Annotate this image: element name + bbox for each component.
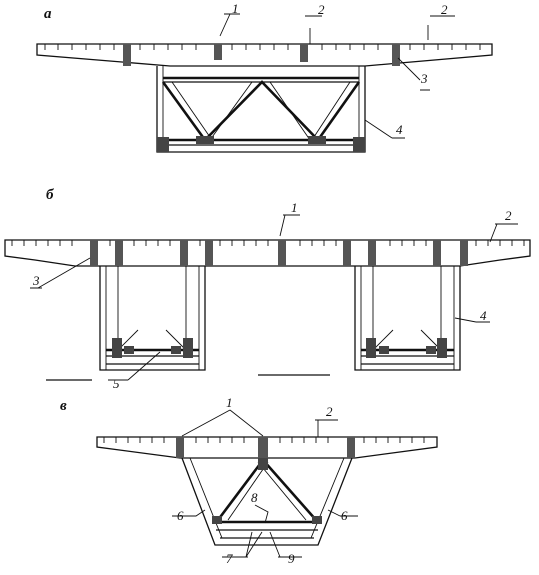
section-a-deck-joints (123, 44, 400, 66)
section-v-label-6-left: 6 (177, 508, 184, 523)
section-b-label-5: 5 (113, 376, 120, 391)
section-a-label-4: 4 (396, 122, 403, 137)
section-v: в (60, 395, 438, 566)
section-b-deck-ribs (11, 240, 525, 246)
section-a-leaders (219, 13, 455, 139)
section-b-title: б (46, 187, 54, 203)
section-b-left-box (99, 266, 206, 371)
section-v-label-7: 7 (226, 551, 233, 566)
section-a-label-2b: 2 (441, 2, 448, 17)
section-v-label-6-right: 6 (341, 508, 348, 523)
section-a-label-3: 3 (420, 71, 428, 86)
section-a-label-2: 2 (318, 2, 325, 17)
section-b-label-2: 2 (505, 208, 512, 223)
section-b-label-4: 4 (480, 308, 487, 323)
section-v-label-9: 9 (288, 551, 295, 566)
section-b-label-3: 3 (32, 273, 40, 288)
section-v-deck (96, 436, 438, 459)
section-a-truss-frame (156, 66, 366, 153)
section-b-scale-bars (46, 374, 330, 381)
section-a-deck-ribs (44, 44, 481, 50)
section-a-label-1: 1 (232, 1, 239, 16)
section-a-deck (36, 43, 493, 67)
section-v-label-8: 8 (251, 490, 258, 505)
section-b-right-box (354, 266, 461, 371)
section-b-deck-joints (90, 240, 468, 266)
section-v-title: в (60, 398, 67, 414)
section-v-box (181, 457, 353, 546)
section-b: б (4, 187, 531, 391)
section-b-leaders (30, 214, 518, 381)
section-v-label-1: 1 (226, 395, 233, 410)
section-b-label-1: 1 (291, 200, 298, 215)
section-v-label-2: 2 (326, 404, 333, 419)
section-v-leaders (172, 409, 358, 558)
section-v-deck-ribs (103, 437, 425, 443)
section-a: а (36, 1, 493, 153)
section-a-title: а (44, 6, 52, 22)
